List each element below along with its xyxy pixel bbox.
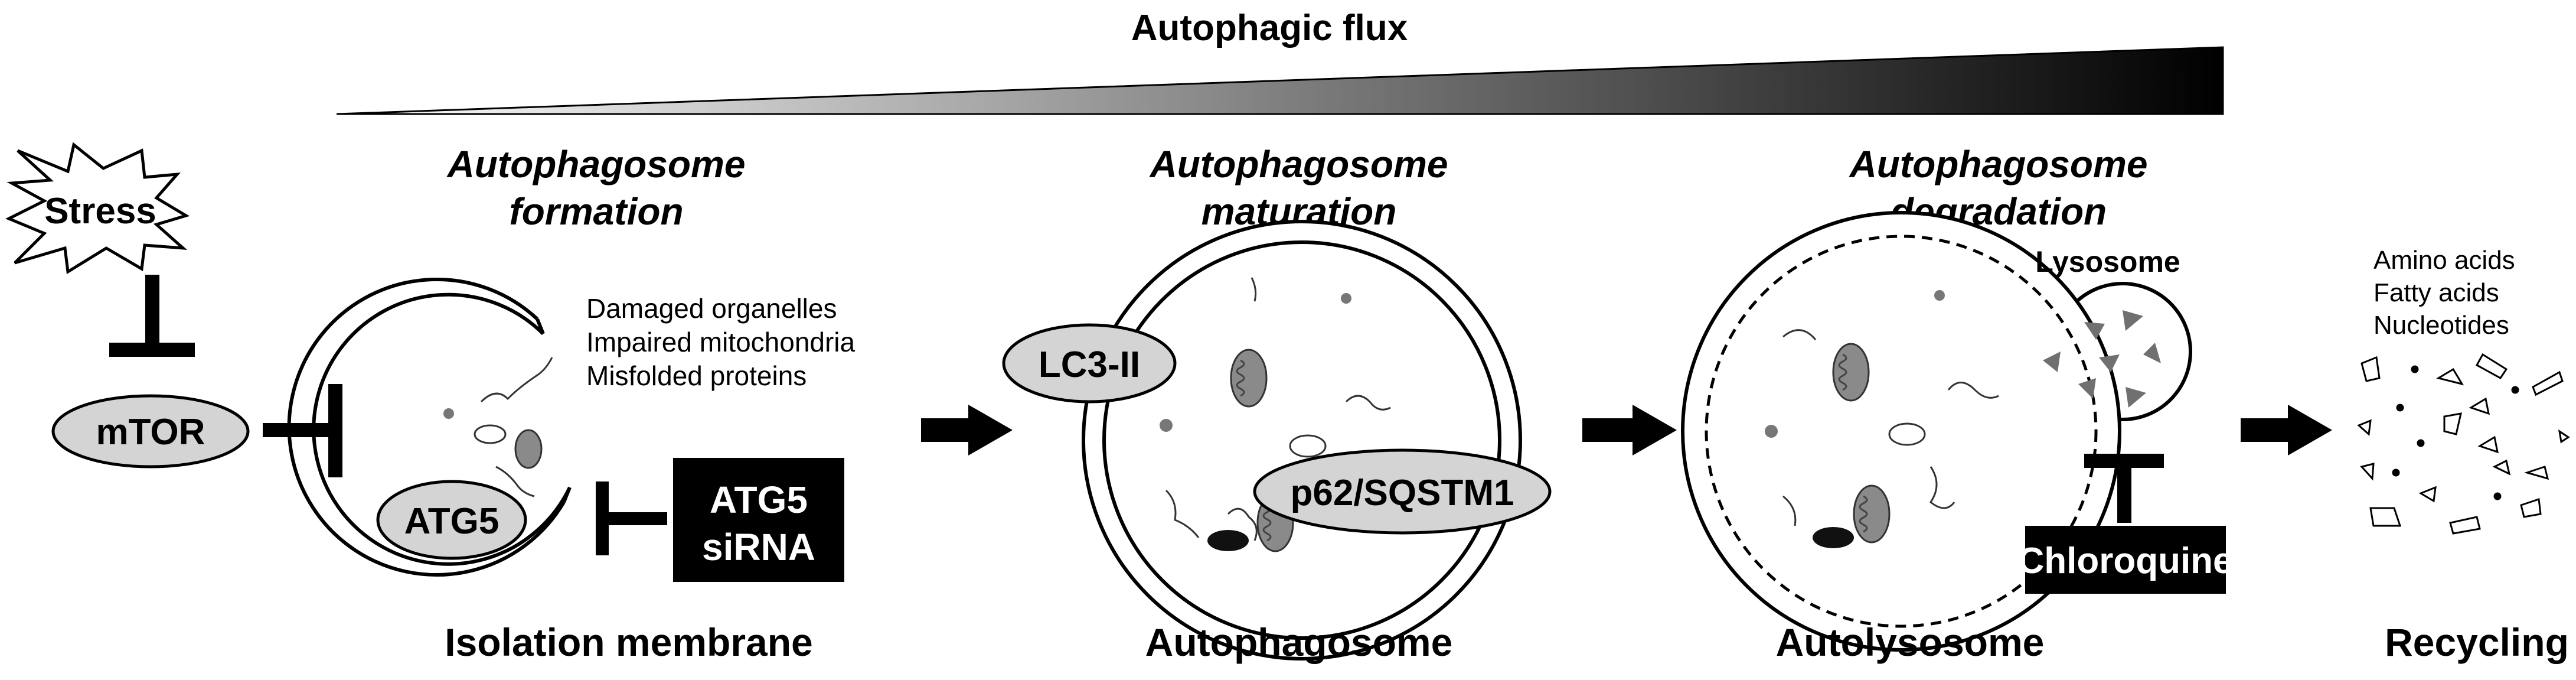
atg5-sirna-inhibition <box>596 481 667 555</box>
degradation-title-line1: Autophagosome <box>1849 143 2148 186</box>
autophagosome <box>1082 220 1522 661</box>
mtor-oval <box>51 394 250 468</box>
p62-sqstm1-oval <box>1253 448 1552 535</box>
atg5-oval <box>376 480 527 560</box>
flux-gradient-wedge <box>336 46 2224 115</box>
autolysosome-label: Autolysosome <box>1776 620 2045 664</box>
atg5-label: ATG5 <box>404 501 499 542</box>
chloroquine-label: Chloroquine <box>2017 541 2233 581</box>
formation-title-line2: formation <box>509 190 683 233</box>
stress-inhibits-mtor <box>109 275 195 357</box>
chloroquine-box <box>2025 526 2226 594</box>
arrow-degradation-to-recycling <box>2241 405 2332 455</box>
maturation-title-line1: Autophagosome <box>1149 143 1448 186</box>
chloroquine-inhibition <box>2084 454 2164 523</box>
product-fatty-acids: Fatty acids <box>2373 278 2499 307</box>
cargo-line-3: Misfolded proteins <box>586 360 807 391</box>
lc3-ii-oval <box>1002 323 1177 404</box>
cargo-line-1: Damaged organelles <box>586 293 837 324</box>
mtor-label: mTOR <box>96 412 205 453</box>
atg5-sirna-line2: siRNA <box>702 526 815 568</box>
flux-label: Autophagic flux <box>1131 8 1408 48</box>
lc3-ii-label: LC3-II <box>1039 344 1140 385</box>
autolysosome <box>1681 211 2192 652</box>
lysosome-label: Lysosome <box>2035 245 2180 278</box>
atg5-sirna-line1: ATG5 <box>710 479 808 521</box>
isolation-membrane-label: Isolation membrane <box>445 620 813 664</box>
lysosome-fragments <box>2043 310 2161 408</box>
isolation-membrane <box>287 278 572 577</box>
arrow-formation-to-maturation <box>921 405 1013 455</box>
product-amino-acids: Amino acids <box>2373 246 2515 275</box>
formation-title-line1: Autophagosome <box>446 143 746 186</box>
stress-label: Stress <box>44 191 156 232</box>
p62-sqstm1-label: p62/SQSTM1 <box>1291 473 1514 513</box>
stress-burst <box>5 142 190 275</box>
recycling-label: Recycling <box>2385 620 2569 664</box>
arrow-maturation-to-degradation <box>1582 405 1677 455</box>
cargo-line-2: Impaired mitochondria <box>586 327 856 357</box>
atg5-sirna-box <box>673 458 844 582</box>
mtor-inhibits-formation <box>263 384 342 477</box>
product-nucleotides: Nucleotides <box>2373 311 2509 340</box>
autophagosome-label: Autophagosome <box>1145 620 1453 664</box>
recycled-fragments <box>2357 353 2570 535</box>
